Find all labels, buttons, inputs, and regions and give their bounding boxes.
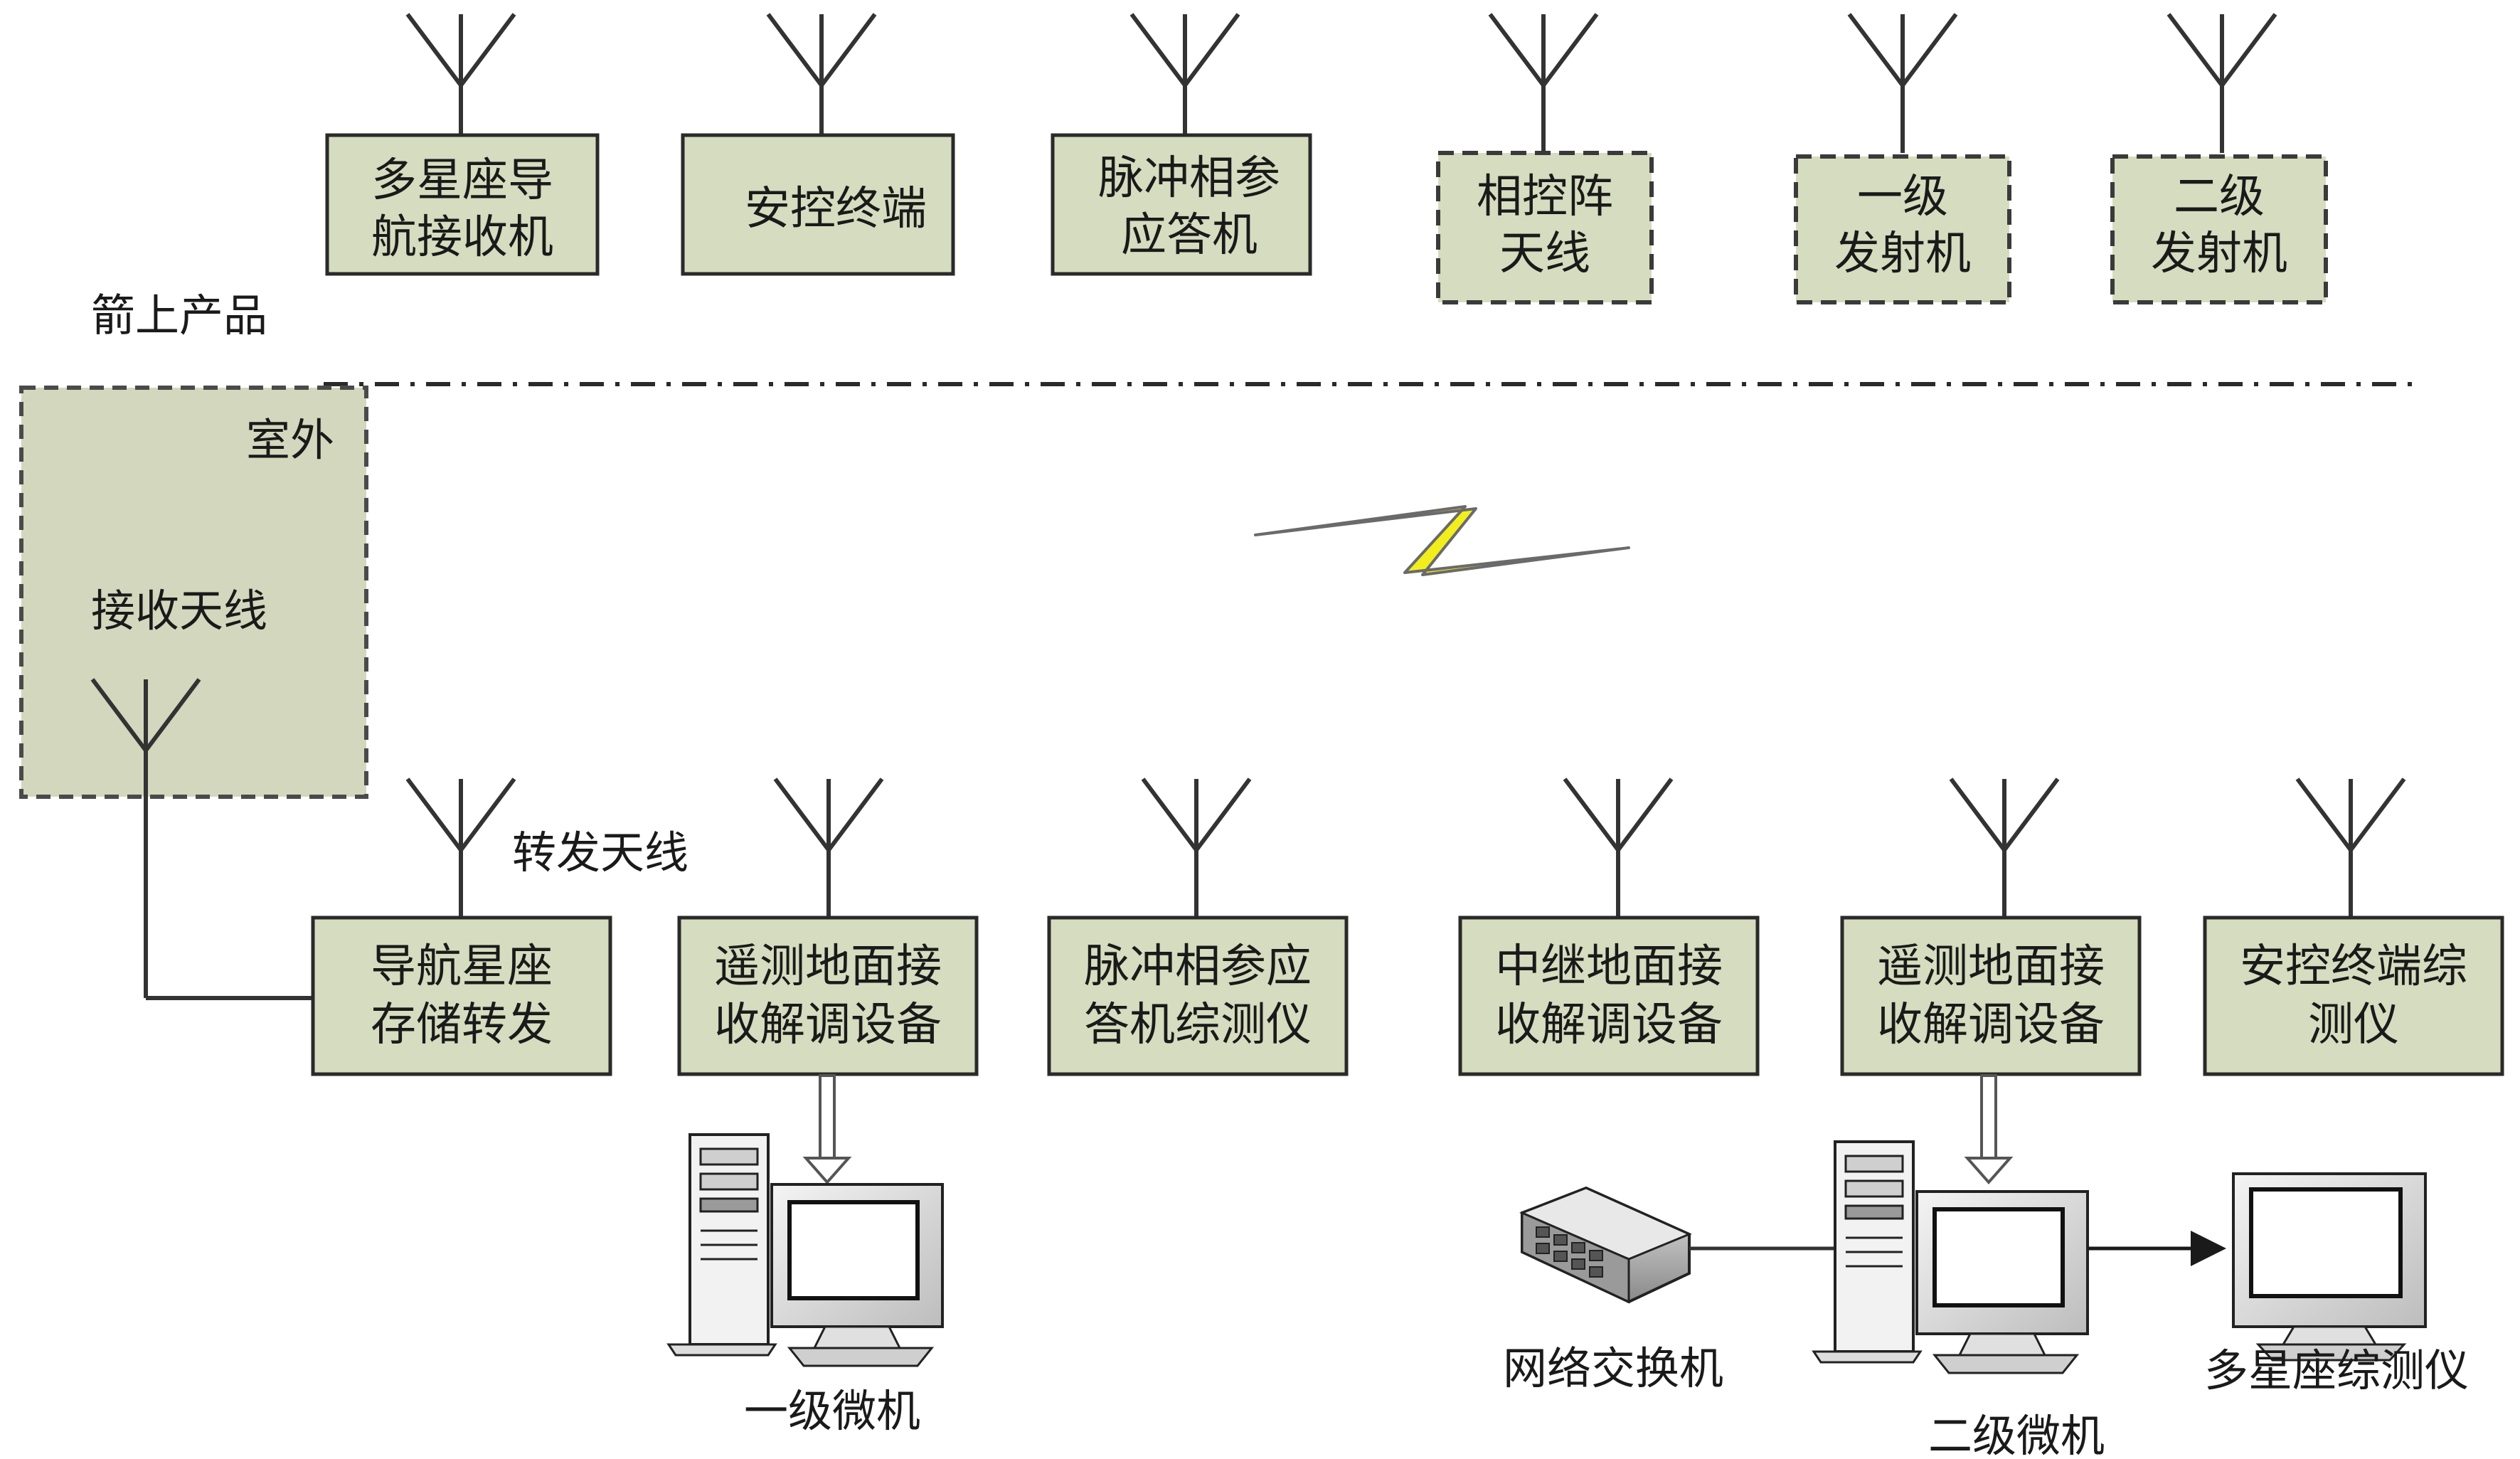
svg-text:脉冲相参应: 脉冲相参应 [1084,940,1312,993]
computer-tower-icon [1812,1140,1923,1364]
svg-text:航接收机: 航接收机 [371,211,553,264]
stage1-computer-icon: 一级微机 [666,1133,944,1437]
svg-text:一级: 一级 [1857,171,1948,223]
monitor-icon [770,1183,944,1367]
pulse-transponder-tester-box: 脉冲相参应 答机综测仪 [1047,916,1349,1076]
svg-text:安控终端综: 安控终端综 [2240,940,2467,993]
svg-text:收解调设备: 收解调设备 [714,999,942,1051]
antenna-icon [1563,778,1674,918]
antenna-icon [405,13,516,135]
safety-terminal-tester-box: 安控终端综 测仪 [2203,916,2504,1076]
svg-text:天线: 天线 [1499,228,1590,280]
svg-text:应答机: 应答机 [1121,209,1258,262]
svg-text:测仪: 测仪 [2308,999,2399,1051]
wireless-link-lightning-icon [1254,505,1630,576]
svg-text:发射机: 发射机 [1834,228,1971,280]
outdoor-region: 室外 接收天线 [19,386,368,799]
svg-text:脉冲相参: 脉冲相参 [1098,152,1280,205]
multi-constellation-tester-label: 多星座综测仪 [2204,1344,2469,1396]
multi-constellation-nav-receiver-box: 多星座导 航接收机 [325,133,600,276]
telemetry-rx-demod-1-box: 遥测地面接 收解调设备 [677,916,979,1076]
down-arrow-icon [1964,1074,2014,1185]
multi-constellation-tester-icon: 多星座综测仪 [2204,1172,2469,1396]
network-switch-icon: 网络交换机 [1503,1186,1723,1394]
relay-antenna-label: 转发天线 [512,827,689,879]
phased-array-antenna-box: 相控阵 天线 [1436,151,1654,304]
receive-antenna-label: 接收天线 [91,585,267,637]
down-arrow-icon [802,1074,852,1185]
svg-text:中继地面接: 中继地面接 [1495,940,1723,993]
svg-text:答机综测仪: 答机综测仪 [1084,999,1312,1051]
antenna-icon [2295,778,2406,918]
ground-section: 室外 接收天线 转发天线 [19,386,2504,1459]
stage2-computer-label: 二级微机 [1928,1410,2105,1459]
relay-rx-demod-box: 中继地面接 收解调设备 [1458,916,1760,1076]
svg-text:导航星座: 导航星座 [371,940,553,993]
safety-control-terminal-box: 安控终端 [681,133,955,276]
antenna-icon [2167,13,2277,153]
svg-text:遥测地面接: 遥测地面接 [714,940,942,993]
antenna-icon [405,778,516,918]
computer-tower-icon [666,1133,777,1357]
antenna-icon [773,778,884,918]
svg-text:发射机: 发射机 [2151,228,2287,280]
antenna-icon [1129,13,1240,135]
telemetry-rx-demod-2-box: 遥测地面接 收解调设备 [1840,916,2142,1076]
antenna-icon [766,13,877,135]
svg-text:相控阵: 相控阵 [1477,171,1613,223]
svg-text:收解调设备: 收解调设备 [1495,999,1723,1051]
antenna-icon [90,678,201,998]
stage2-transmitter-box: 二级 发射机 [2110,154,2328,304]
stage2-computer-icon: 二级微机 [1812,1140,2105,1459]
antenna-icon [1141,778,1252,918]
stage1-computer-label: 一级微机 [744,1385,920,1437]
onboard-section-label: 箭上产品 [91,290,267,341]
onboard-section: 多星座导 航接收机 安控终端 脉冲相参 应答机 相控阵 天线 一级 发射机 二级… [91,13,2328,341]
pulse-coherent-transponder-box: 脉冲相参 应答机 [1051,133,1312,276]
antenna-icon [1949,778,2060,918]
monitor-icon [2232,1172,2427,1362]
outdoor-label: 室外 [246,414,334,466]
antenna-icon [1847,13,1958,153]
svg-text:多星座导: 多星座导 [371,154,553,207]
stage1-transmitter-box: 一级 发射机 [1794,154,2011,304]
svg-text:存储转发: 存储转发 [371,999,553,1051]
svg-text:收解调设备: 收解调设备 [1877,999,2105,1051]
svg-text:安控终端: 安控终端 [745,183,927,235]
monitor-icon [1915,1190,2089,1374]
nav-store-forward-box: 导航星座 存储转发 [311,916,612,1076]
antenna-icon [1488,13,1599,153]
svg-text:二级: 二级 [2174,171,2265,223]
svg-text:遥测地面接: 遥测地面接 [1877,940,2105,993]
network-switch-label: 网络交换机 [1503,1342,1723,1394]
